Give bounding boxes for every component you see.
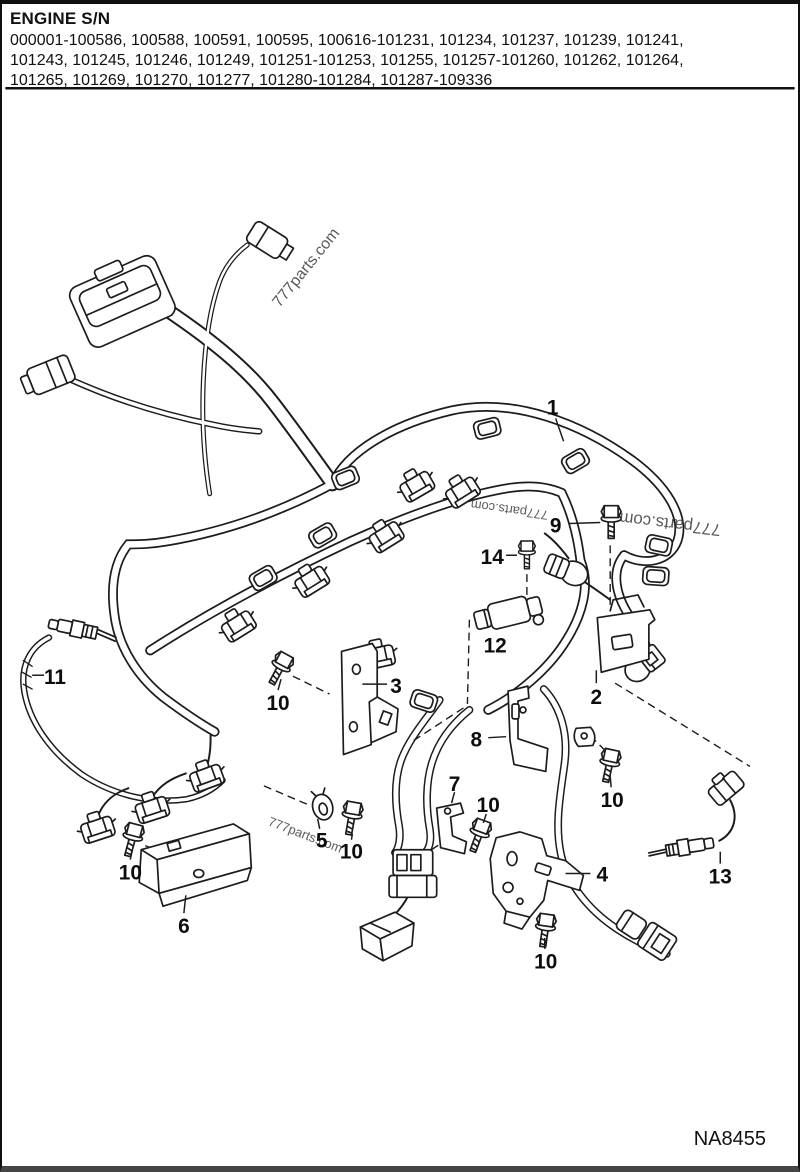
callout-label: 5	[316, 830, 328, 853]
callout-label: 10	[534, 951, 557, 974]
callout-12: 12	[484, 634, 507, 657]
bracket-6	[138, 823, 253, 908]
callout-10: 10	[119, 849, 142, 884]
bracket-4	[489, 831, 585, 930]
right-end-connectors	[615, 909, 678, 961]
callout-label: 13	[709, 865, 732, 888]
callout-label: 11	[44, 666, 66, 689]
callout-label: 1	[547, 396, 559, 419]
bracket-2	[596, 594, 656, 674]
callout-7: 7	[449, 773, 461, 804]
callout-2: 2	[591, 670, 603, 709]
callout-10: 10	[266, 678, 290, 715]
top-connector	[245, 220, 295, 261]
callout-label: 12	[484, 634, 507, 657]
callout-9: 9	[550, 514, 601, 537]
watermark: 777parts.com	[470, 497, 549, 523]
callout-label: 10	[266, 692, 289, 715]
callout-3: 3	[362, 675, 402, 698]
serial-line: 000001-100586, 100588, 100591, 100595, 1…	[10, 32, 684, 49]
callout-label: 10	[477, 794, 500, 817]
round-connector	[543, 553, 589, 587]
callout-label: 10	[601, 789, 624, 812]
callout-label: 7	[449, 773, 461, 796]
callout-8: 8	[471, 729, 507, 752]
serial-numbers: 000001-100586, 100588, 100591, 100595, 1…	[10, 31, 790, 91]
callout-label: 4	[596, 863, 608, 886]
callout-label: 8	[471, 729, 483, 752]
callout-label: 10	[119, 861, 142, 884]
center-connector-stack	[388, 848, 438, 899]
glow-plug-13	[647, 837, 715, 857]
callout-11: 11	[32, 666, 66, 689]
clip-5	[310, 787, 334, 821]
callout-10: 10	[601, 776, 624, 812]
callout-10: 10	[477, 794, 500, 824]
callout-label: 3	[390, 675, 402, 698]
harness-drawing: 777parts.com777parts.com777parts.com777p…	[5, 87, 795, 974]
callout-4: 4	[565, 863, 608, 886]
header-title: ENGINE S/N	[10, 9, 111, 28]
map-sensor-12	[473, 595, 545, 631]
callout-1: 1	[547, 396, 565, 442]
callout-label: 10	[340, 841, 363, 864]
bracket-8	[507, 685, 549, 773]
callout-6: 6	[178, 895, 190, 938]
callout-label: 14	[481, 546, 505, 569]
bracket-3	[340, 642, 399, 756]
callout-label: 9	[550, 514, 562, 537]
callout-10: 10	[534, 937, 557, 974]
watermark: 777parts.com	[266, 814, 344, 856]
drawing-code: NA8455	[693, 1128, 766, 1150]
spacer-washer	[573, 726, 596, 748]
pigtail-wires	[21, 532, 736, 917]
callout-label: 6	[178, 915, 190, 938]
serial-line: 101243, 101245, 101246, 101249, 101251-1…	[10, 52, 684, 69]
callout-label: 2	[591, 686, 603, 709]
callout-14: 14	[481, 546, 517, 569]
serial-line: 101265, 101269, 101270, 101277, 101280-1…	[10, 72, 493, 89]
temp-sensor-11	[47, 618, 117, 643]
part-callouts: 1 9 14 12 2 3 8 11 7 5 4 6 13 10 10 10 10 10 10	[32, 396, 732, 974]
two-pin-connector	[19, 354, 76, 396]
engine-sn-header: ENGINE S/N 000001-100586, 100588, 100591…	[10, 9, 790, 91]
bracket-7	[435, 802, 468, 855]
ecu-connector	[68, 254, 176, 348]
watermark: 777parts.com	[618, 508, 722, 539]
callout-13: 13	[709, 851, 732, 888]
bottom-box-connector	[359, 911, 415, 962]
callout-5: 5	[316, 818, 328, 853]
callout-10: 10	[340, 833, 363, 864]
glow-plug-connector-13	[707, 770, 745, 806]
